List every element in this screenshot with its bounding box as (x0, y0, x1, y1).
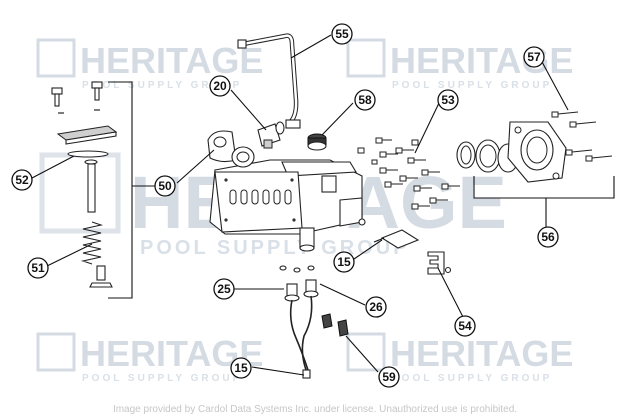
callout-26[interactable]: 26 (365, 296, 387, 318)
watermark-brand: HERITAGE (390, 333, 573, 374)
callout-label: 51 (31, 261, 45, 275)
gasket (67, 150, 109, 158)
top-screw-left (51, 87, 63, 107)
callout-label: 53 (441, 93, 455, 107)
callout-label: 54 (458, 319, 472, 333)
callout-label: 58 (358, 93, 372, 107)
pressure-fitting (257, 121, 285, 149)
wire-nuts (321, 313, 349, 337)
callout-label: 52 (15, 173, 29, 187)
sensor-probe (373, 229, 420, 249)
top-screw-right (91, 81, 103, 101)
callout-55[interactable]: 55 (331, 23, 353, 45)
callout-54[interactable]: 54 (454, 315, 476, 337)
retaining-clip (427, 251, 452, 275)
watermark-bottom-left: HERITAGE POOL SUPPLY GROUP (36, 332, 263, 384)
main-body-manifold (209, 159, 366, 252)
copyright-footer: Image provided by Cardol Data Systems In… (112, 404, 518, 415)
callout-15-upper[interactable]: 15 (333, 251, 355, 273)
watermark-tagline: POOL SUPPLY GROUP (392, 80, 552, 91)
watermark-brand: HERITAGE (80, 40, 263, 81)
callout-51[interactable]: 51 (27, 257, 49, 279)
callout-label: 20 (213, 79, 227, 93)
callout-label: 59 (382, 370, 396, 384)
callout-label: 56 (541, 230, 555, 244)
cap (307, 133, 327, 151)
callout-50[interactable]: 50 (154, 175, 176, 197)
callout-label: 55 (335, 27, 349, 41)
watermark-top-left: HERITAGE POOL SUPPLY GROUP (36, 38, 263, 91)
watermark-tagline: POOL SUPPLY GROUP (140, 237, 410, 259)
valve-stack-parts (51, 81, 133, 299)
callout-52[interactable]: 52 (11, 169, 33, 191)
valve-shaft (87, 163, 96, 213)
callout-label: 26 (369, 300, 383, 314)
callout-15-lower[interactable]: 15 (230, 357, 252, 379)
wiring-harness (279, 265, 349, 379)
spring (80, 221, 104, 265)
callout-label: 25 (217, 282, 231, 296)
watermark-tagline: POOL SUPPLY GROUP (82, 80, 242, 91)
callout-59[interactable]: 59 (378, 366, 400, 388)
leader-lines (31, 34, 569, 376)
callout-label: 57 (527, 50, 541, 64)
watermark-tagline: POOL SUPPLY GROUP (82, 373, 242, 384)
callout-25[interactable]: 25 (213, 278, 235, 300)
elbow-fitting (207, 130, 255, 168)
callout-53[interactable]: 53 (437, 89, 459, 111)
callout-label: 15 (234, 361, 248, 375)
watermark-bottom-right: HERITAGE POOL SUPPLY GROUP (346, 332, 573, 384)
callout-20[interactable]: 20 (209, 75, 231, 97)
watermark-brand: HERITAGE (390, 40, 573, 81)
callout-56[interactable]: 56 (537, 226, 559, 248)
callout-58[interactable]: 58 (354, 89, 376, 111)
callout-label: 15 (337, 255, 351, 269)
copper-tube (237, 33, 301, 129)
flange-assembly (456, 111, 615, 199)
bolt-set (357, 137, 460, 210)
callout-label: 50 (158, 179, 172, 193)
watermark-tagline: POOL SUPPLY GROUP (392, 373, 552, 384)
callout-57[interactable]: 57 (523, 46, 545, 68)
